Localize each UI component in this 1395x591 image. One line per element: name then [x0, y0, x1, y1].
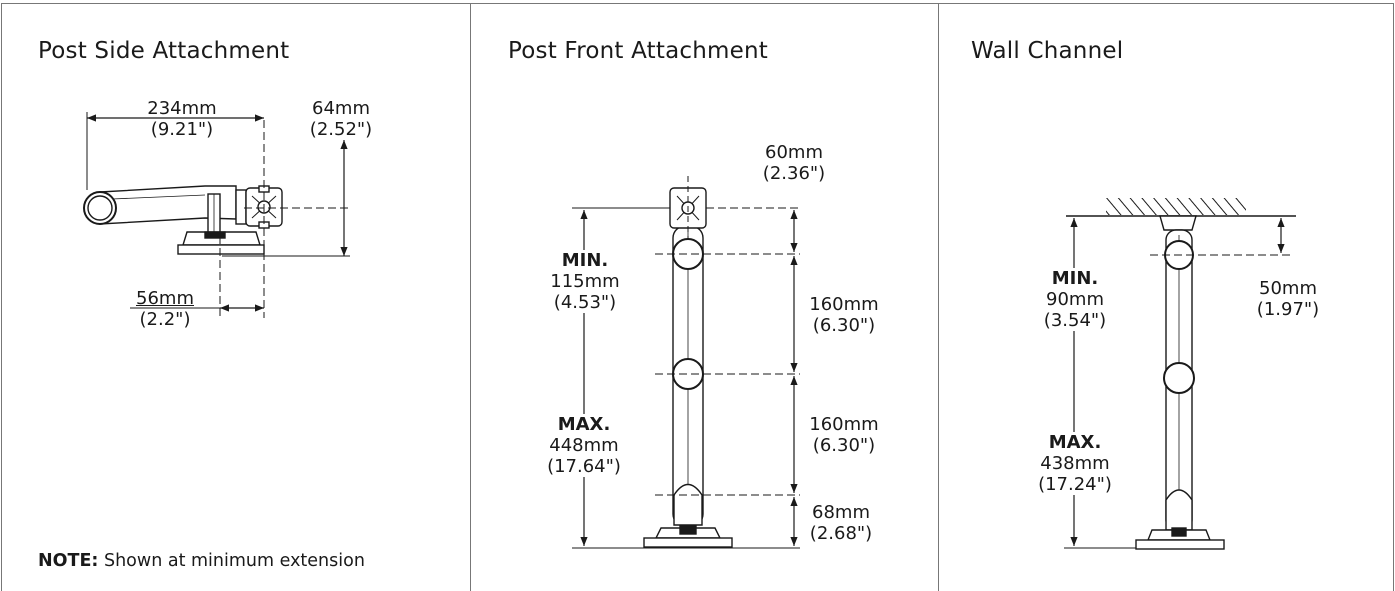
front-base-in: (2.68")	[809, 523, 873, 544]
note-label: NOTE:	[38, 551, 99, 571]
wall-max-in: (17.24")	[1038, 474, 1112, 495]
wall-max-label: MAX. 438mm (17.24")	[1026, 432, 1124, 495]
wall-min-label: MIN. 90mm (3.54")	[1030, 268, 1120, 331]
wall-min-mm: 90mm	[1046, 289, 1104, 310]
panel-title-wall: Wall Channel	[971, 38, 1124, 64]
wall-top-mm: 50mm	[1259, 278, 1317, 299]
side-width-mm: 234mm	[147, 98, 217, 119]
wall-channel-drawing	[1064, 198, 1296, 550]
front-max-label: MAX. 448mm (17.64")	[532, 414, 636, 477]
side-offset-mm: 56mm	[136, 288, 194, 309]
side-width-in: (9.21")	[150, 119, 214, 140]
wall-max-title: MAX.	[1048, 432, 1102, 453]
front-seg2-mm: 160mm	[809, 414, 879, 435]
wall-max-mm: 438mm	[1040, 453, 1110, 474]
panel-divider-1	[470, 3, 471, 591]
wall-min-in: (3.54")	[1043, 310, 1107, 331]
front-seg2-in: (6.30")	[812, 435, 876, 456]
diagram-frame	[1, 3, 1394, 591]
side-height-label: 64mm (2.52")	[296, 98, 386, 140]
side-offset-label: 56mm (2.2")	[120, 288, 210, 330]
front-base-mm: 68mm	[812, 502, 870, 523]
front-min-in: (4.53")	[553, 292, 617, 313]
side-height-mm: 64mm	[312, 98, 370, 119]
front-seg1-mm: 160mm	[809, 294, 879, 315]
front-base-label: 68mm (2.68")	[800, 502, 882, 544]
panel-divider-2	[938, 3, 939, 591]
wall-top-label: 50mm (1.97")	[1240, 278, 1336, 320]
front-min-label: MIN. 115mm (4.53")	[540, 250, 630, 313]
front-seg2-label: 160mm (6.30")	[796, 414, 892, 456]
side-offset-in: (2.2")	[139, 309, 191, 330]
front-top-mm: 60mm	[765, 142, 823, 163]
front-top-in: (2.36")	[762, 163, 826, 184]
wall-min-title: MIN.	[1051, 268, 1099, 289]
front-min-mm: 115mm	[550, 271, 620, 292]
front-min-title: MIN.	[561, 250, 609, 271]
panel-title-front: Post Front Attachment	[508, 38, 768, 64]
front-seg1-in: (6.30")	[812, 315, 876, 336]
front-top-label: 60mm (2.36")	[746, 142, 842, 184]
side-width-label: 234mm (9.21")	[132, 98, 232, 140]
side-attachment-drawing	[83, 112, 350, 318]
wall-top-in: (1.97")	[1256, 299, 1320, 320]
front-max-mm: 448mm	[549, 435, 619, 456]
note-text: Shown at minimum extension	[98, 551, 365, 571]
front-attachment-drawing	[572, 176, 800, 549]
front-max-in: (17.64")	[547, 456, 621, 477]
front-seg1-label: 160mm (6.30")	[796, 294, 892, 336]
front-max-title: MAX.	[557, 414, 611, 435]
extension-note: NOTE: Shown at minimum extension	[38, 551, 365, 571]
panel-title-side: Post Side Attachment	[38, 38, 290, 64]
side-height-in: (2.52")	[309, 119, 373, 140]
